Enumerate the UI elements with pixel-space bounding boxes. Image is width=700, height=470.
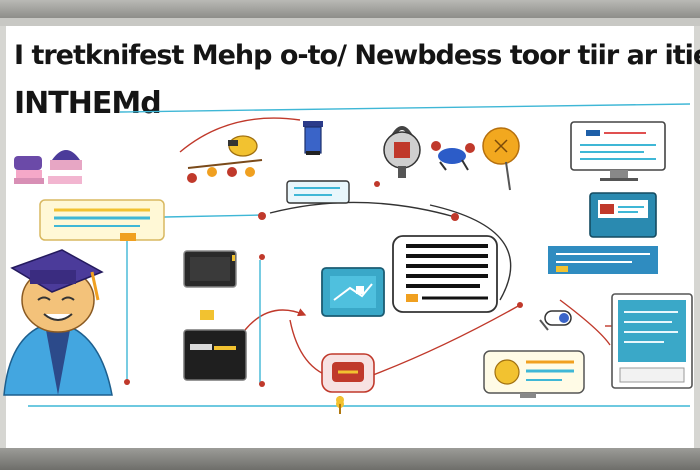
pin-markers <box>124 181 523 387</box>
pin-marker <box>451 213 459 221</box>
dashboard-card-icon <box>483 350 585 398</box>
padlock-icon <box>383 126 421 178</box>
cake-icon <box>48 150 82 184</box>
whiteboard-bottom-tray <box>0 448 700 470</box>
curve-phone-to-idea <box>364 304 521 379</box>
drone-icon <box>431 141 475 171</box>
curve-boxes-to-phone <box>244 308 307 331</box>
curve-note-to-list <box>269 201 456 218</box>
top-horizontal-line <box>119 103 691 113</box>
pastry-icon <box>14 156 44 184</box>
document-card-icon <box>39 199 165 241</box>
board-title-line-2: INTHEMd <box>14 86 162 121</box>
board-title-line-1: I tretknifest Mehp o-to/ Newbdess toor t… <box>14 40 700 71</box>
pin-marker <box>374 181 380 187</box>
list-panel-icon <box>392 235 498 313</box>
whiteboard-left-frame <box>0 26 6 448</box>
line-card-to-note <box>157 212 263 222</box>
framed-screen-icon <box>611 293 693 389</box>
curve-list-loop <box>429 204 512 301</box>
whiteboard-top-rail <box>0 18 700 26</box>
graduate-character-icon <box>3 249 113 396</box>
arc-top-left <box>179 117 301 153</box>
pin-marker <box>124 379 130 385</box>
pin-marker <box>258 212 266 220</box>
trash-can-icon <box>303 121 323 155</box>
black-box-icon <box>183 310 247 381</box>
map-pin-icon <box>336 396 344 414</box>
phone-icon <box>321 353 375 410</box>
pin-marker <box>259 254 265 260</box>
pin-marker <box>517 302 523 308</box>
tablet-icon <box>286 180 350 204</box>
toggle-switch-icon <box>539 310 572 331</box>
curve-right-to-dashboard <box>559 299 611 346</box>
map-tablet-icon <box>321 267 385 317</box>
connector-lines <box>28 103 691 407</box>
desktop-computer-icon <box>548 192 658 274</box>
pin-marker <box>259 381 265 387</box>
idea-bulb-icon <box>482 127 520 191</box>
monitor-icon <box>570 121 666 181</box>
whiteboard-right-frame <box>694 26 700 448</box>
dark-screen-icon <box>183 250 237 288</box>
toy-train-icon <box>187 135 263 183</box>
